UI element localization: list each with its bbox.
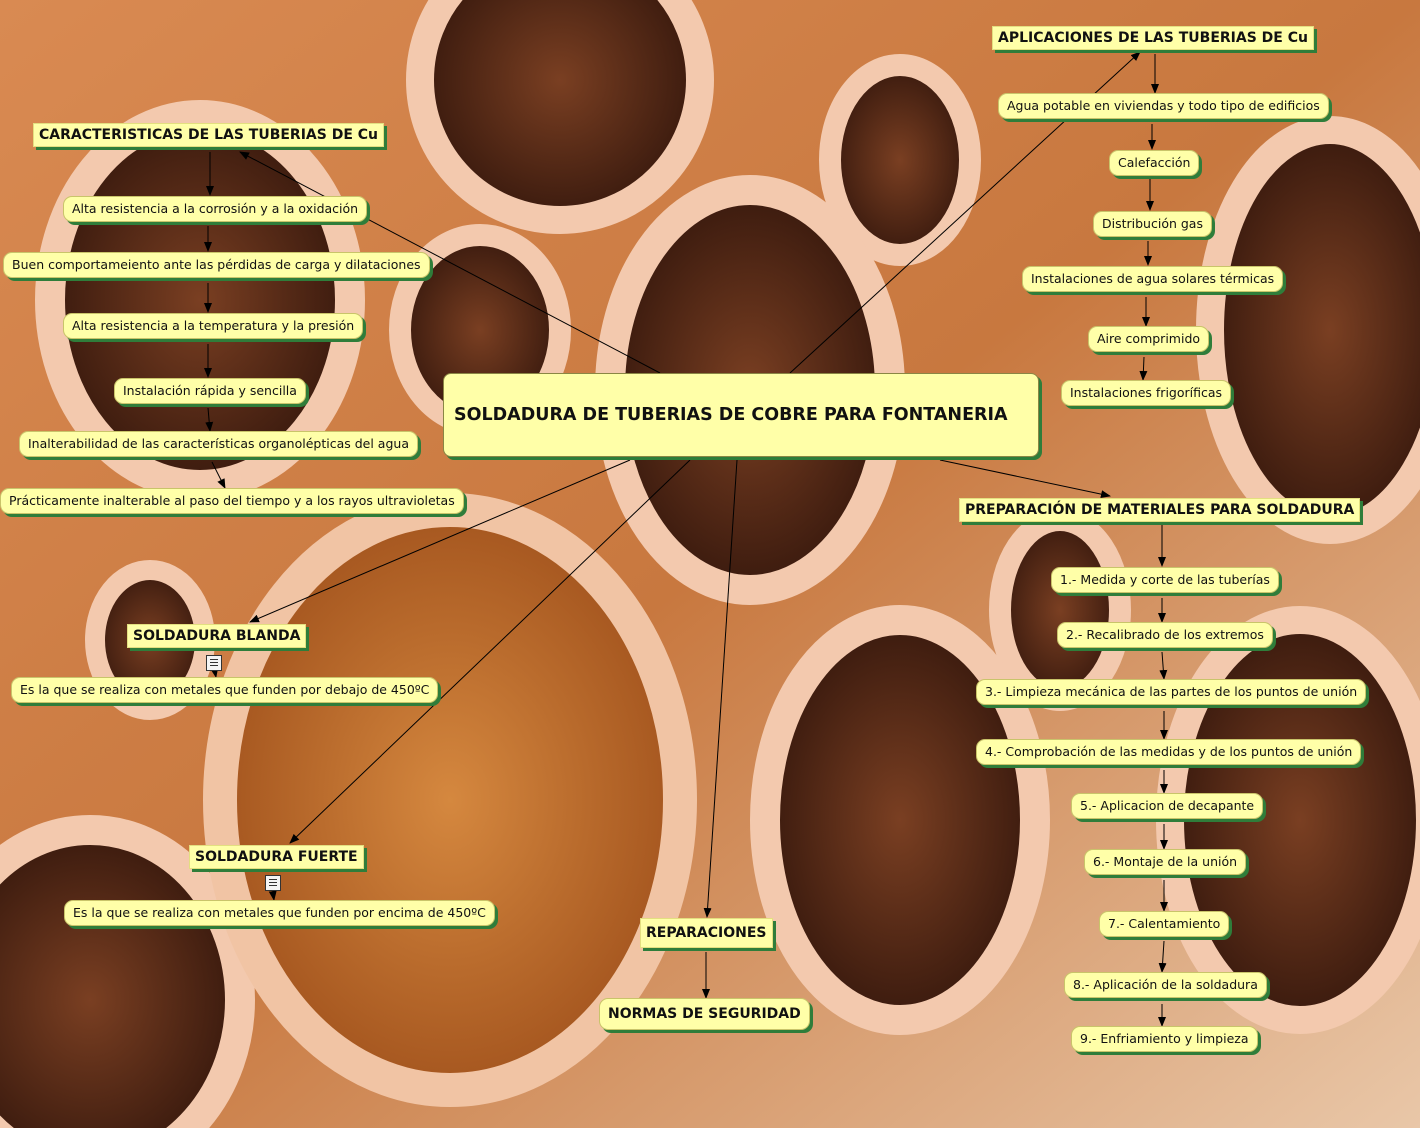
normas-seguridad-node[interactable]: NORMAS DE SEGURIDAD: [599, 998, 810, 1030]
caracteristicas-heading[interactable]: CARACTERISTICAS DE LAS TUBERIAS DE Cu: [33, 123, 385, 147]
preparacion-step-5[interactable]: 5.- Aplicacion de decapante: [1071, 793, 1264, 819]
preparacion-step-6[interactable]: 6.- Montaje de la unión: [1084, 849, 1247, 875]
main-topic[interactable]: SOLDADURA DE TUBERIAS DE COBRE PARA FONT…: [443, 373, 1039, 457]
link-main-blanda: [249, 459, 631, 623]
preparacion-step-1[interactable]: 1.- Medida y corte de las tuberías: [1051, 567, 1279, 593]
link-main-fuerte: [289, 459, 691, 844]
preparacion-step-8[interactable]: 8.- Aplicación de la soldadura: [1064, 972, 1267, 998]
caracteristica-item-1[interactable]: Alta resistencia a la corrosión y a la o…: [63, 196, 368, 222]
aplicacion-item-1[interactable]: Agua potable en viviendas y todo tipo de…: [998, 93, 1329, 119]
caracteristica-item-3[interactable]: Alta resistencia a la temperatura y la p…: [63, 313, 364, 339]
preparacion-step-4[interactable]: 4.- Comprobación de las medidas y de los…: [976, 739, 1362, 765]
caracteristica-item-5[interactable]: Inalterabilidad de las características o…: [19, 431, 418, 457]
caracteristica-item-2[interactable]: Buen comportameiento ante las pérdidas d…: [3, 252, 430, 278]
aplicacion-item-5[interactable]: Aire comprimido: [1088, 326, 1210, 352]
link-main-caracteristicas: [239, 151, 661, 374]
preparacion-step-9[interactable]: 9.- Enfriamiento y limpieza: [1071, 1026, 1258, 1052]
aplicaciones-heading[interactable]: APLICACIONES DE LAS TUBERIAS DE Cu: [992, 26, 1314, 50]
link-main-reparaciones: [703, 459, 738, 918]
preparacion-step-3[interactable]: 3.- Limpieza mecánica de las partes de l…: [976, 679, 1367, 705]
document-icon[interactable]: [206, 655, 222, 671]
soldadura-fuerte-heading[interactable]: SOLDADURA FUERTE: [189, 845, 364, 869]
link-main-preparacion: [939, 459, 1111, 499]
preparacion-step-7[interactable]: 7.- Calentamiento: [1099, 911, 1230, 937]
caracteristica-item-4[interactable]: Instalación rápida y sencilla: [114, 378, 306, 404]
aplicacion-item-2[interactable]: Calefacción: [1109, 150, 1200, 176]
preparacion-heading[interactable]: PREPARACIÓN DE MATERIALES PARA SOLDADURA: [959, 498, 1361, 522]
aplicacion-item-3[interactable]: Distribución gas: [1093, 211, 1212, 237]
preparacion-step-2[interactable]: 2.- Recalibrado de los extremos: [1057, 622, 1273, 648]
soldadura-blanda-desc[interactable]: Es la que se realiza con metales que fun…: [11, 677, 439, 703]
aplicacion-item-6[interactable]: Instalaciones frigoríficas: [1061, 380, 1232, 406]
aplicacion-item-4[interactable]: Instalaciones de agua solares térmicas: [1022, 266, 1284, 292]
document-icon[interactable]: [265, 875, 281, 891]
soldadura-fuerte-desc[interactable]: Es la que se realiza con metales que fun…: [64, 900, 495, 926]
reparaciones-heading[interactable]: REPARACIONES: [640, 918, 773, 948]
caracteristica-item-6[interactable]: Prácticamente inalterable al paso del ti…: [0, 488, 464, 514]
soldadura-blanda-heading[interactable]: SOLDADURA BLANDA: [127, 624, 307, 648]
